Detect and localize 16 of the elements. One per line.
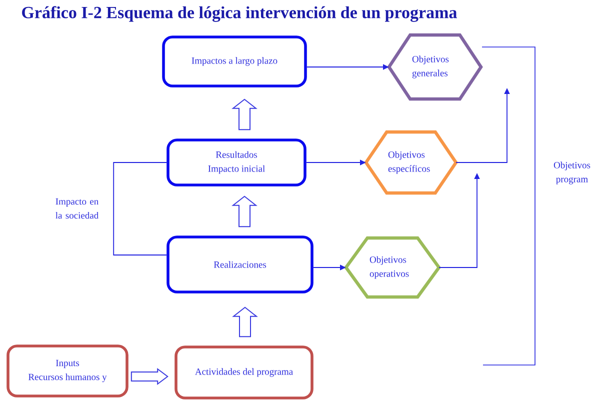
hexagon: Objetivos específicos [364, 130, 458, 195]
process-box: Impactos a largo plazo [162, 36, 307, 88]
block-arrow [232, 98, 258, 130]
block-arrow [232, 196, 258, 228]
hexagon: Objetivos operativos [344, 236, 441, 299]
connector-line [113, 162, 168, 256]
block-arrow [232, 306, 258, 338]
process-box: Actividades del programa [174, 346, 314, 400]
process-box: Realizaciones [166, 236, 314, 294]
edge-label: Impacto en la sociedad [56, 198, 99, 219]
block-arrow [130, 368, 168, 385]
hexagon: Objetivos generales [387, 33, 483, 101]
side-label: Objetivos program [554, 162, 590, 184]
process-box: Inputs Recursos humanos y [6, 344, 128, 398]
title: Gráfico I-2 Esquema de lógica intervención de un programa [22, 6, 457, 22]
process-box: Resultados Impacto inicial [166, 138, 306, 186]
